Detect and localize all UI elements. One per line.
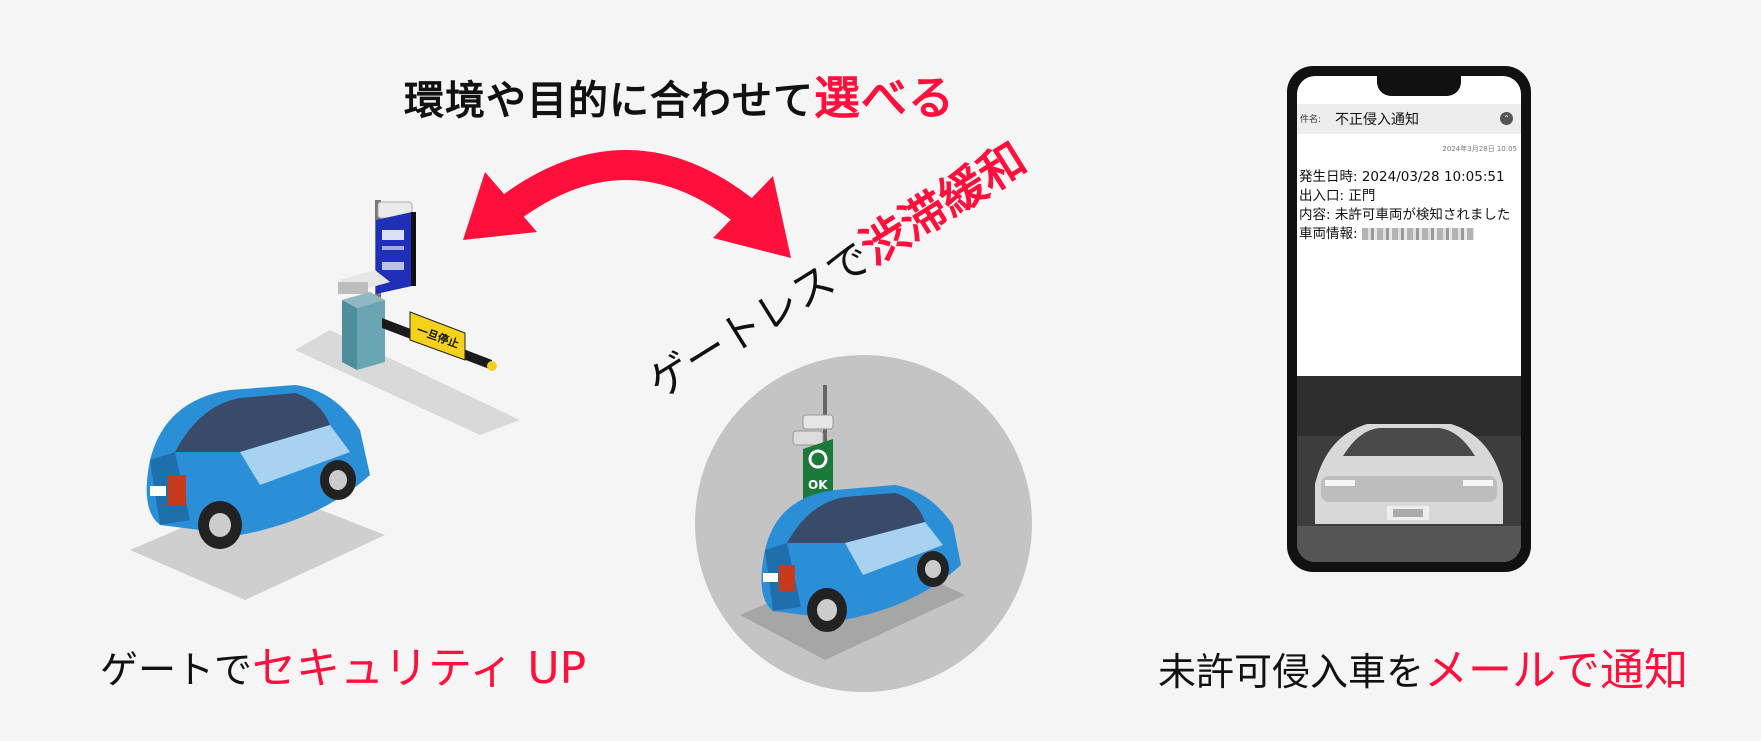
gateless-heading-highlight: 渋滞緩和 [851,131,1036,275]
ok-sign-label: OK [808,478,828,492]
phone-notch [1377,76,1461,96]
mail-line: 発生日時: 2024/03/28 10:05:51 [1299,169,1505,185]
mail-line: 出入口: 正門 [1299,188,1376,204]
redacted-plate [1361,228,1474,240]
phone-mockup: 件名: 不正侵入通知 ⌃ 2024年3月28日 10:05 発生日時: 2024… [1287,66,1531,572]
left-caption-highlight: セキュリティ UP [252,643,587,694]
top-heading-highlight: 選べる [814,71,955,125]
mail-body: 発生日時: 2024/03/28 10:05:51 出入口: 正門 内容: 未許… [1299,168,1517,244]
top-heading: 環境や目的に合わせて選べる [404,62,955,128]
mail-subject: 不正侵入通知 [1335,112,1419,128]
gate-scene: 一旦停止 [120,190,520,610]
gate-barrier-icon: 一旦停止 [338,270,497,371]
car-icon [146,385,370,549]
mail-line: 車両情報: [1299,226,1358,242]
right-caption: 未許可侵入車をメールで通知 [1158,634,1688,698]
gateless-car-icon [761,485,961,632]
camera-icon: OK [792,385,834,509]
parking-sign-icon [375,200,416,320]
mail-vehicle-row: 車両情報: [1299,225,1517,244]
gateless-scene: OK [735,385,995,665]
mail-date: 2024年3月28日 10:05 [1442,145,1517,153]
car-photo [1297,376,1521,562]
mail-line: 内容: 未許可車両が検知されました [1299,207,1511,223]
left-caption-text: ゲートで [100,648,253,692]
top-heading-text: 環境や目的に合わせて [404,78,814,124]
right-caption-text: 未許可侵入車を [1158,650,1425,694]
left-caption: ゲートでセキュリティ UP [100,632,586,696]
double-arrow-icon [463,150,791,258]
right-caption-highlight: メールで通知 [1424,645,1689,696]
phone-screen: 件名: 不正侵入通知 ⌃ 2024年3月28日 10:05 発生日時: 2024… [1297,76,1521,562]
mail-subject-label: 件名: [1300,115,1322,125]
mail-subject-bar: 件名: 不正侵入通知 ⌃ [1297,104,1521,134]
collapse-icon[interactable]: ⌃ [1500,112,1513,125]
